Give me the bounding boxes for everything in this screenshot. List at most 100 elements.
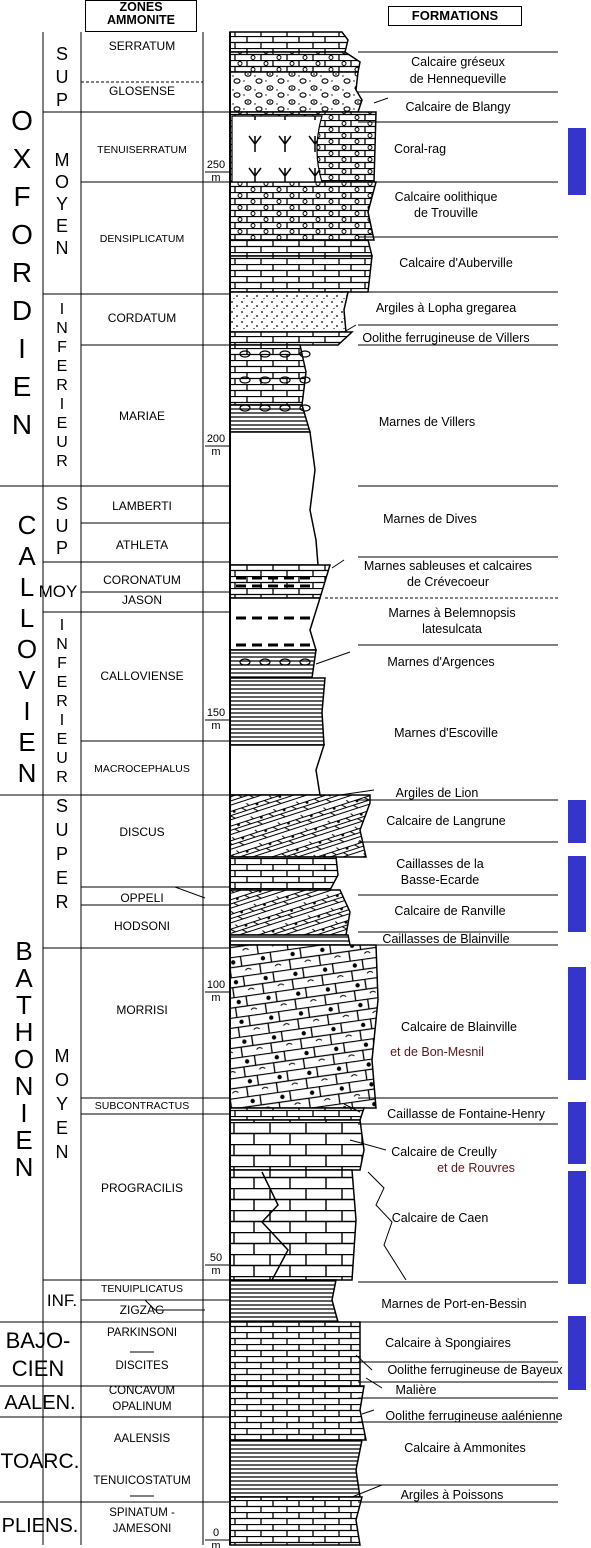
nodule	[279, 404, 291, 412]
nodule	[259, 404, 271, 412]
lithology-bed	[229, 856, 339, 891]
formation-name: Marnes sableuses et calcaires	[364, 559, 532, 573]
stage-oxfordien-label: N	[12, 409, 32, 440]
lithology-bed	[229, 31, 349, 53]
formation-leader	[343, 1103, 361, 1113]
zone-label: JASON	[122, 593, 162, 607]
stage-bathonien-label: B	[15, 936, 32, 966]
substage-label: F	[57, 339, 67, 356]
formation-name: Basse-Ecarde	[401, 873, 480, 887]
zone-label: ATHLETA	[116, 538, 168, 552]
oppeli-wedge	[81, 886, 206, 899]
formation-name: Oolithe ferrugineuse aalénienne	[385, 1409, 562, 1423]
zone-label: CORONATUM	[103, 573, 181, 587]
formation-leader	[343, 324, 357, 333]
substage-label: S	[56, 796, 68, 816]
stage-callovien-label: L	[20, 603, 34, 633]
nodule	[259, 658, 271, 666]
formation-name: Oolithe ferrugineuse de Bayeux	[387, 1363, 563, 1377]
nodule	[299, 658, 311, 666]
substage-label: U	[56, 434, 68, 451]
substage-label: S	[56, 494, 68, 514]
formation-leader	[373, 97, 389, 104]
substage-label: E	[57, 415, 68, 432]
stage-callovien-label: C	[18, 510, 37, 540]
substage-label: N	[56, 320, 68, 337]
formation-name: Marnes de Port-en-Bessin	[381, 1297, 526, 1311]
formation-name: Caillasses de Blainville	[382, 932, 509, 946]
scale-unit: m	[211, 446, 220, 458]
substage-label: I	[60, 617, 64, 634]
formation-name: Argiles à Lopha gregarea	[376, 301, 516, 315]
formation-name: Calcaire de Creully	[391, 1145, 497, 1159]
lithology-bed	[229, 291, 349, 333]
substage-label: Y	[56, 194, 68, 214]
zones-ammonite-header: ZONES AMMONITE	[85, 0, 197, 32]
substage-label: R	[56, 377, 68, 394]
formation-name: Marnes de Villers	[379, 415, 475, 429]
zone-label: SERRATUM	[109, 39, 175, 53]
formation-name: Malière	[396, 1383, 437, 1397]
stage-bathonien-label: A	[15, 963, 33, 993]
substage-label: E	[57, 731, 68, 748]
zone-label: AALENSIS	[114, 1433, 171, 1445]
stage-pliensbachien-label: PLIENS.	[2, 1515, 79, 1537]
zone-label: CALLOVIENSE	[100, 669, 183, 683]
zone-label: GLOSENSE	[109, 84, 175, 98]
nodule	[239, 376, 251, 384]
lithology-bed	[229, 181, 377, 241]
stage-bathonien-label: O	[14, 1044, 34, 1074]
zone-label: HODSONI	[114, 919, 170, 933]
substage-label: U	[56, 820, 69, 840]
substage-label: U	[56, 516, 69, 536]
lithology-bed	[229, 331, 354, 346]
zones-header-label: ZONES AMMONITE	[106, 0, 176, 27]
formation-leader	[331, 559, 345, 569]
formation-leader	[339, 789, 375, 796]
stage-oxfordien-label: O	[11, 219, 33, 250]
zone-label: OPALINUM	[112, 1401, 171, 1413]
zone-label: PARKINSONI	[107, 1327, 177, 1339]
formation-name: Calcaire à Ammonites	[404, 1441, 526, 1455]
substage-label: R	[56, 453, 68, 470]
substage-label: P	[56, 538, 68, 558]
stage-aalenien-label: AALEN.	[4, 1392, 75, 1414]
zone-label: MARIAE	[119, 409, 165, 423]
formation-name: et de Bon-Mesnil	[390, 1045, 484, 1059]
formation-name: latesulcata	[422, 622, 482, 636]
scale-value: 250	[207, 159, 225, 171]
lithology-bed	[229, 889, 351, 936]
scale-unit: m	[211, 1540, 220, 1548]
zone-label: TENUIPLICATUS	[101, 1283, 183, 1295]
zone-label: DISCUS	[119, 825, 164, 839]
substage-label: U	[56, 750, 68, 767]
zone-label: MACROCEPHALUS	[94, 763, 190, 775]
lithology-bed	[229, 1321, 361, 1387]
formation-name: Calcaire gréseux	[411, 55, 506, 69]
zone-label: DISCITES	[115, 1360, 168, 1372]
formation-name: Caillasse de Fontaine-Henry	[387, 1107, 545, 1121]
lithology-bed	[229, 564, 332, 599]
nodule	[279, 376, 291, 384]
stage-bathonien-label: N	[15, 1071, 34, 1101]
formations-header-label: FORMATIONS	[411, 8, 499, 23]
substage-label: U	[56, 67, 69, 87]
zone-label: JAMESONI	[113, 1523, 172, 1535]
lithology-bed	[229, 344, 307, 406]
nodule	[239, 658, 251, 666]
formation-leader	[355, 1354, 373, 1371]
lithology-bed	[229, 1439, 363, 1498]
scale-value: 150	[207, 707, 225, 719]
scale-unit: m	[211, 720, 220, 732]
formation-name: Marnes d'Argences	[387, 655, 494, 669]
lithology-bed	[229, 597, 322, 651]
formation-leader	[315, 651, 351, 665]
lithology-bed	[229, 239, 373, 257]
formations-header: FORMATIONS	[388, 6, 522, 26]
formation-name: Argiles à Poissons	[401, 1488, 504, 1502]
reservoir-bar	[568, 1102, 586, 1164]
stage-oxfordien-label: O	[11, 105, 33, 136]
zone-label: TENUICOSTATUM	[93, 1475, 190, 1487]
scale-value: 100	[207, 979, 225, 991]
